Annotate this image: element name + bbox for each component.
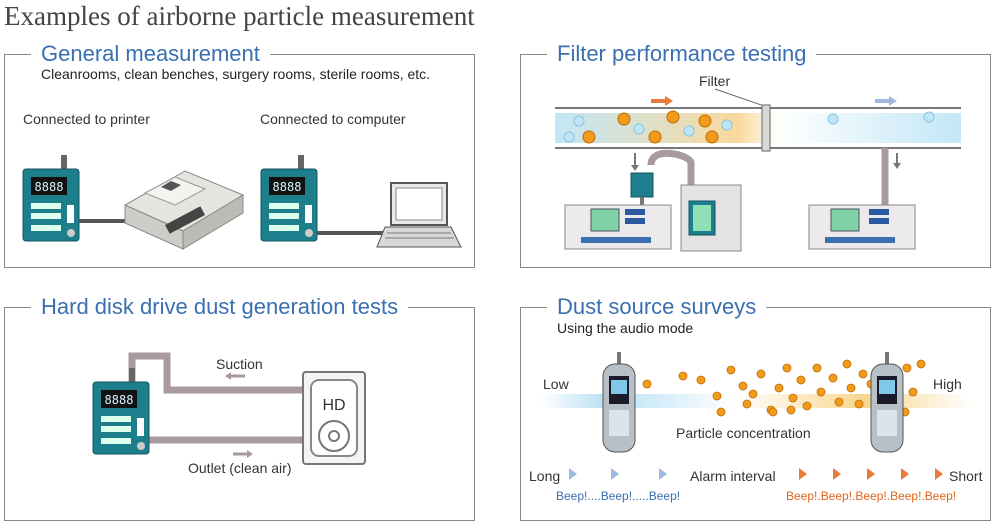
flow-arrow-icon xyxy=(889,96,897,106)
handheld-counter-device xyxy=(870,352,904,453)
alarm-arrow-icon xyxy=(659,468,667,480)
dilution-unit xyxy=(680,184,742,252)
high-label: High xyxy=(933,376,962,392)
alarm-arrow-icon xyxy=(799,468,807,480)
suction-arrow-icon xyxy=(225,372,231,380)
low-label: Low xyxy=(543,376,569,392)
particle-counter-device: 8888 xyxy=(22,155,80,242)
svg-text:8888: 8888 xyxy=(105,393,134,407)
short-label: Short xyxy=(949,468,983,484)
svg-text:HD: HD xyxy=(322,397,345,414)
alarm-arrow-icon xyxy=(833,468,841,480)
alarm-arrow-icon xyxy=(867,468,875,480)
suction-label: Suction xyxy=(216,356,263,372)
dust-illustration xyxy=(541,352,971,480)
alarm-arrow-icon xyxy=(901,468,909,480)
particle-counter-device xyxy=(808,204,916,250)
outlet-arrow-icon xyxy=(247,450,253,458)
printer-device xyxy=(123,170,245,250)
outlet-label: Outlet (clean air) xyxy=(188,460,292,476)
flow-arrow-icon xyxy=(665,96,673,106)
particle-counter-device: 8888 xyxy=(260,155,318,242)
page-title: Examples of airborne particle measuremen… xyxy=(4,1,475,31)
hard-disk-drive: HD xyxy=(302,371,366,465)
dust-survey-title: Dust source surveys xyxy=(547,294,767,320)
dust-survey-subtitle: Using the audio mode xyxy=(557,320,694,336)
general-measurement-title: General measurement xyxy=(31,41,270,67)
filter-element xyxy=(761,104,771,152)
dust-survey-panel: Dust source surveys Using the audio mode… xyxy=(520,294,991,521)
filter-testing-panel: Filter performance testing Filter xyxy=(520,41,991,268)
filter-label: Filter xyxy=(699,73,731,89)
filter-testing-title: Filter performance testing xyxy=(547,41,817,67)
hdd-dust-title: Hard disk drive dust generation tests xyxy=(31,294,409,320)
general-measurement-subtitle: Cleanrooms, clean benches, surgery rooms… xyxy=(41,66,431,82)
computer-label: Connected to computer xyxy=(260,111,406,127)
long-label: Long xyxy=(529,468,561,484)
laptop-computer xyxy=(376,182,462,248)
general-measurement-panel: General measurement Cleanrooms, clean be… xyxy=(4,41,475,268)
beep-slow-label: Beep!....Beep!.....Beep! xyxy=(556,489,681,503)
hdd-illustration: 8888 HD xyxy=(92,352,366,465)
particle-counter-device: 8888 xyxy=(92,368,150,455)
svg-text:8888: 8888 xyxy=(35,180,64,194)
suction-tube xyxy=(128,352,305,394)
beep-fast-label: Beep!.Beep!.Beep!.Beep!.Beep! xyxy=(786,489,957,503)
hdd-dust-panel: Hard disk drive dust generation tests Su… xyxy=(4,294,475,521)
handheld-counter-device xyxy=(602,352,636,453)
alarm-arrow-icon xyxy=(569,468,577,480)
filter-illustration xyxy=(555,88,961,252)
alarm-arrow-icon xyxy=(935,468,943,480)
alarm-interval-label: Alarm interval xyxy=(690,468,776,484)
svg-text:8888: 8888 xyxy=(273,180,302,194)
particle-counter-device xyxy=(564,204,672,250)
printer-label: Connected to printer xyxy=(23,111,150,127)
alarm-arrow-icon xyxy=(611,468,619,480)
particle-concentration-label: Particle concentration xyxy=(676,425,811,441)
general-illustration: 8888 8888 xyxy=(22,155,462,250)
diluter-device xyxy=(630,172,654,198)
